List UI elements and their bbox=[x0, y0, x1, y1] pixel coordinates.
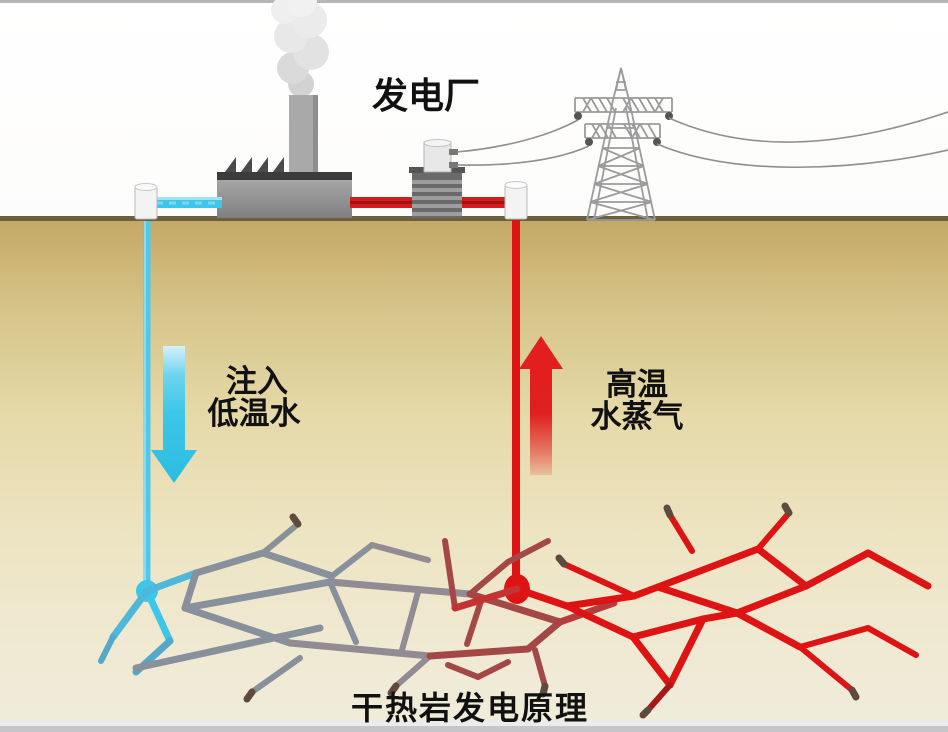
diagram-title: 干热岩发电原理 bbox=[351, 690, 589, 726]
steam-up-arrow bbox=[519, 336, 563, 475]
bottom-light-strip bbox=[0, 720, 948, 726]
wire-terminal-upper bbox=[449, 149, 458, 155]
fractures-red bbox=[451, 510, 932, 713]
fractures-slate bbox=[132, 521, 474, 695]
inject-label-line1: 注入 bbox=[226, 364, 288, 399]
steam-label-line2: 水蒸气 bbox=[591, 399, 684, 434]
ground-surface-line bbox=[0, 216, 948, 221]
ground bbox=[0, 217, 948, 732]
turbine-generator-icon bbox=[409, 139, 465, 218]
fracture-dark-tips bbox=[243, 502, 860, 719]
production-wellhead bbox=[504, 181, 528, 220]
power-plant-label: 发电厂 bbox=[372, 75, 480, 116]
smokestack-shade bbox=[313, 95, 318, 175]
fractures-cold bbox=[98, 569, 200, 676]
transmission-tower-icon bbox=[574, 67, 673, 221]
factory-building-icon bbox=[217, 180, 352, 218]
factory-roof-bar bbox=[217, 172, 352, 180]
inject-label-line2: 低温水 bbox=[207, 396, 302, 431]
bottom-edge-strip bbox=[0, 726, 948, 732]
fracture-network bbox=[98, 502, 932, 719]
power-plant bbox=[217, 0, 352, 218]
smoke-plume-icon bbox=[271, 0, 329, 97]
injection-wellhead bbox=[134, 183, 158, 220]
wire-terminal-lower bbox=[449, 162, 458, 168]
cold-water-pipe-horizontal bbox=[150, 197, 222, 208]
power-lines bbox=[456, 111, 948, 169]
top-edge-strip bbox=[0, 0, 948, 3]
steam-label-line1: 高温 bbox=[606, 367, 668, 402]
cold-water-down-arrow bbox=[151, 346, 197, 483]
